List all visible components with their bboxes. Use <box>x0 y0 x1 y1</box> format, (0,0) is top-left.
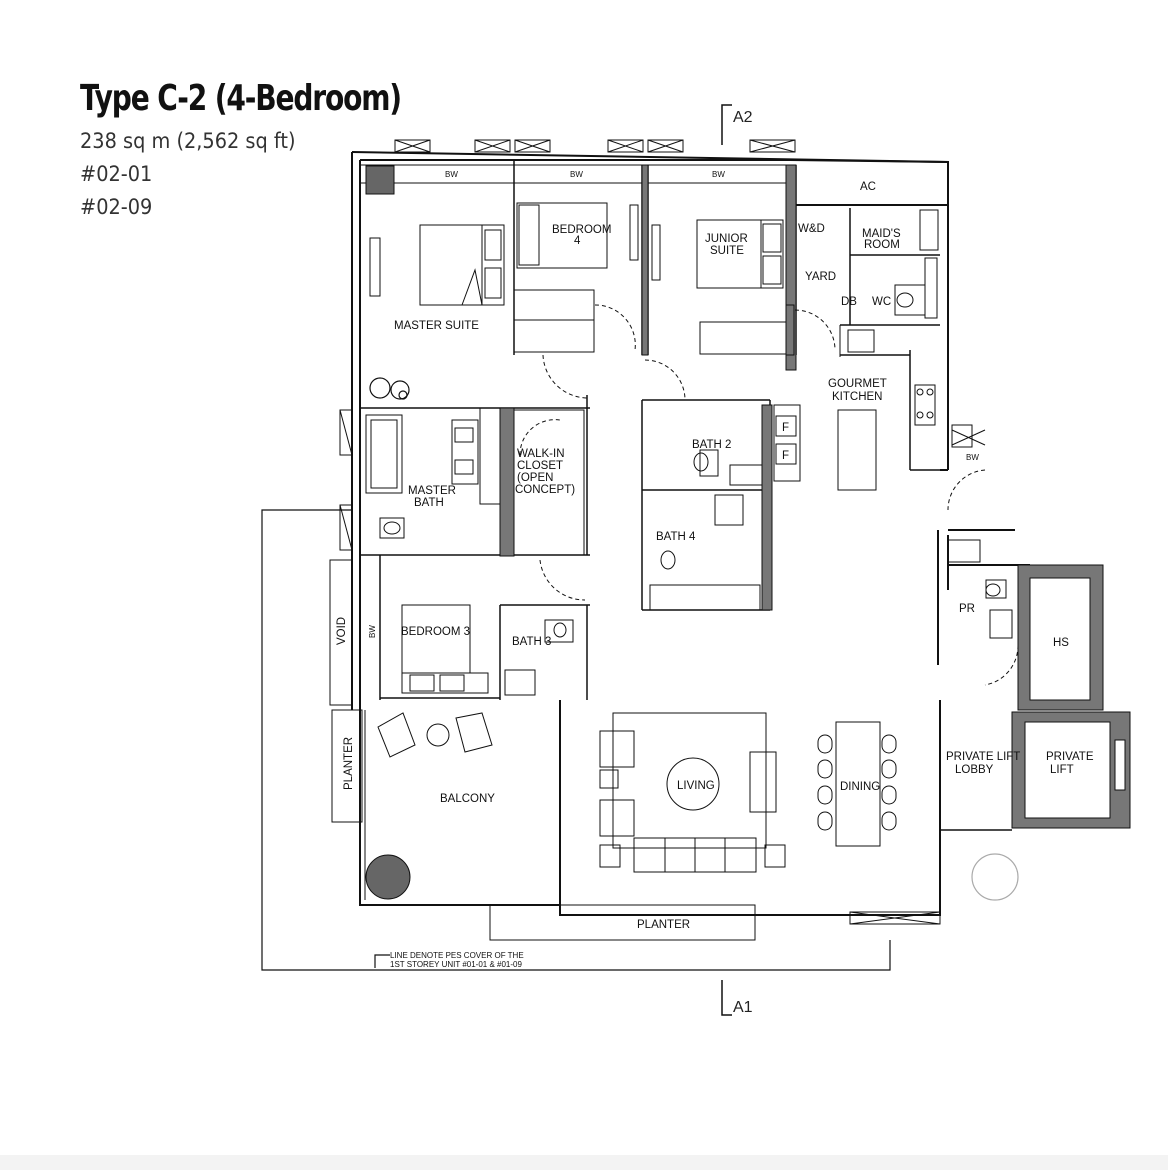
private-lift-lobby-label: PRIVATE LIFT LOBBY <box>946 751 1023 776</box>
unit-number-1: #02-01 <box>80 162 153 186</box>
fridge-label-1: F <box>782 422 789 434</box>
void-label: VOID <box>336 617 348 645</box>
living-furniture <box>599 712 786 873</box>
pr-label: PR <box>959 603 975 615</box>
db-label: DB <box>841 296 857 308</box>
master-bath-label: MASTER BATH <box>408 485 459 509</box>
private-lift-shaft <box>1011 711 1131 829</box>
maids-room-label: MAID'S ROOM <box>862 228 904 251</box>
section-mark-a1: A1 <box>733 999 753 1016</box>
beds <box>401 202 784 694</box>
hs-shelter <box>1017 564 1104 711</box>
gourmet-kitchen-label: GOURMET KITCHEN <box>828 378 890 403</box>
planter-bottom-box <box>489 904 756 941</box>
bath4-label: BATH 4 <box>656 531 696 543</box>
walk-in-closet-label: WALK-IN CLOSET (OPEN CONCEPT) <box>515 448 575 496</box>
bath2-label: BATH 2 <box>692 439 731 451</box>
wardrobes <box>369 237 801 556</box>
private-lift-label: PRIVATE LIFT <box>1046 751 1097 776</box>
bathroom-fixtures <box>365 284 1013 696</box>
page-bottom-band <box>0 1155 1168 1170</box>
bath3-label: BATH 3 <box>512 636 551 648</box>
section-mark-a2: A2 <box>733 109 753 126</box>
ac-label: AC <box>860 181 876 193</box>
wc-label: WC <box>872 296 891 308</box>
yard-label: YARD <box>805 271 836 283</box>
master-suite-label: MASTER SUITE <box>394 320 479 332</box>
site-marker-circle <box>971 853 1019 901</box>
unit-type-title: Type C-2 (4-Bedroom) <box>80 78 402 119</box>
column <box>365 165 395 195</box>
cabinets <box>839 209 939 357</box>
door-swings <box>519 304 1019 686</box>
planter-left-label: PLANTER <box>343 737 355 790</box>
hs-label: HS <box>1053 637 1069 649</box>
top-window-bays <box>339 139 986 925</box>
pes-note: LINE DENOTE PES COVER OF THE 1ST STOREY … <box>390 951 526 969</box>
junior-suite-label: JUNIOR SUITE <box>705 233 751 257</box>
balcony-planter-pot <box>365 854 411 900</box>
dining-label: DINING <box>840 781 880 793</box>
section-markers <box>721 104 732 1016</box>
bw-label-2: BW <box>570 170 583 179</box>
interior-walls <box>360 160 940 700</box>
planter-left-box <box>331 709 363 823</box>
unit-info: 238 sq m (2,562 sq ft) #02-01 #02-09 <box>80 125 459 224</box>
armchair <box>369 377 410 400</box>
unit-area: 238 sq m (2,562 sq ft) <box>80 129 296 153</box>
bedroom3-label: BEDROOM 3 <box>401 626 470 638</box>
bw-label-1: BW <box>445 170 458 179</box>
living-label: LIVING <box>677 780 715 792</box>
bw-label-3: BW <box>712 170 725 179</box>
pes-cover-line <box>261 509 891 971</box>
unit-number-2: #02-09 <box>80 195 153 219</box>
fridge-label-2: F <box>782 450 789 462</box>
wd-label: W&D <box>798 223 825 235</box>
bw-label-4: BW <box>966 453 979 462</box>
exterior-walls <box>351 151 1030 916</box>
void-box <box>329 559 353 706</box>
bedroom4-label: BEDROOM 4 <box>552 224 615 247</box>
planter-bottom-label: PLANTER <box>637 919 690 931</box>
storage-partitions <box>499 164 797 611</box>
bw-label-5: BW <box>368 625 377 638</box>
balcony-label: BALCONY <box>440 793 495 805</box>
balcony-furniture <box>364 710 493 900</box>
dining-set <box>817 721 897 847</box>
plan-header: Type C-2 (4-Bedroom) 238 sq m (2,562 sq … <box>80 78 492 224</box>
